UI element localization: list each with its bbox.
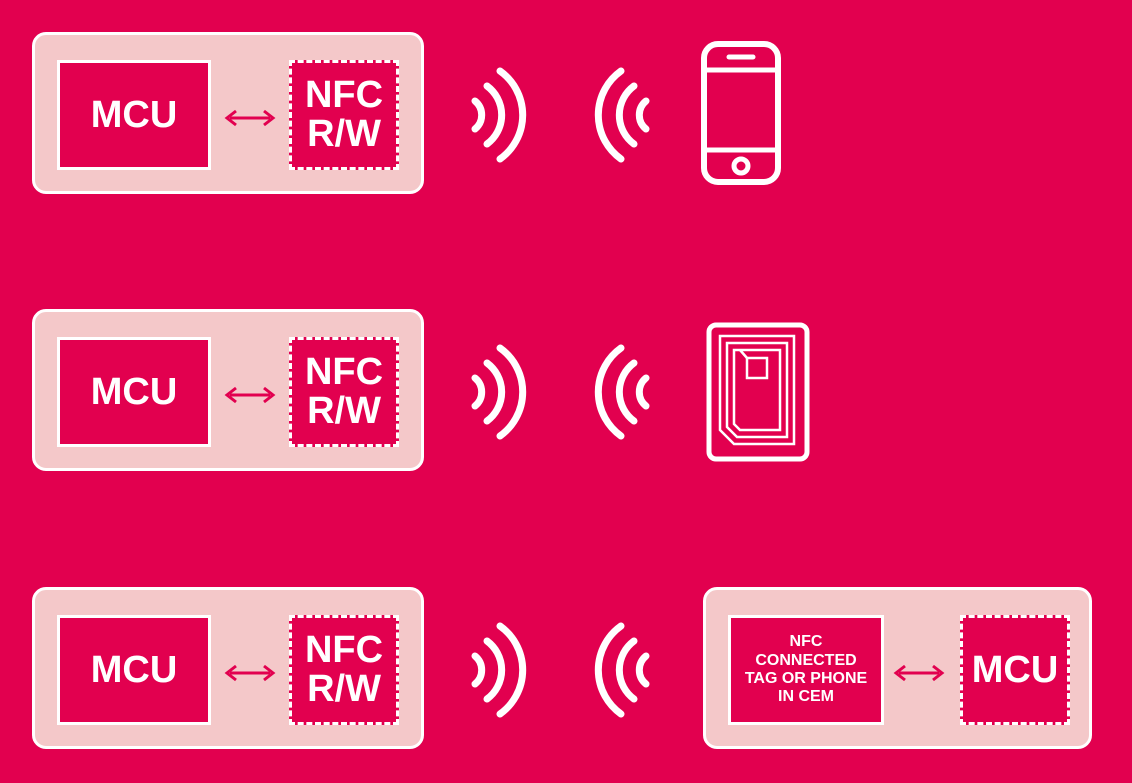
reader-module-panel: MCU NFC R/W: [32, 587, 424, 749]
mcu-block: MCU: [57, 615, 211, 725]
mcu-block: MCU: [57, 337, 211, 447]
nfc-label-line1: NFC: [304, 74, 384, 117]
connected-tag-line4: IN CEM: [778, 688, 834, 706]
connected-tag-line2: CONNECTED: [755, 651, 857, 669]
smartphone-icon: [701, 41, 781, 185]
nfc-reader-block: NFC R/W: [289, 60, 399, 170]
rf-waves-in-icon: [594, 622, 650, 718]
tag-mcu-block: MCU: [960, 615, 1070, 725]
rf-waves-in-icon: [594, 67, 650, 163]
mcu-label: MCU: [90, 370, 178, 413]
bidirectional-arrow-icon: [224, 664, 276, 682]
connected-tag-panel: NFC CONNECTED TAG OR PHONE IN CEM MCU: [703, 587, 1092, 749]
reader-module-panel: MCU NFC R/W: [32, 32, 424, 194]
nfc-label-line1: NFC: [304, 351, 384, 394]
bidirectional-arrow-icon: [224, 386, 276, 404]
mcu-label: MCU: [90, 93, 178, 136]
connected-tag-block: NFC CONNECTED TAG OR PHONE IN CEM: [728, 615, 884, 725]
nfc-label-line2: R/W: [307, 113, 381, 155]
reader-module-panel: MCU NFC R/W: [32, 309, 424, 471]
rf-waves-out-icon: [471, 67, 527, 163]
rf-waves-out-icon: [471, 622, 527, 718]
connected-tag-line1: NFC: [789, 633, 823, 651]
nfc-tag-icon: [706, 322, 810, 462]
nfc-reader-block: NFC R/W: [289, 337, 399, 447]
connected-tag-line3: TAG OR PHONE: [744, 670, 868, 687]
row-reader-phone: MCU NFC R/W: [0, 32, 1132, 197]
bidirectional-arrow-icon: [224, 109, 276, 127]
row-reader-tag: MCU NFC R/W: [0, 309, 1132, 474]
tag-mcu-label: MCU: [971, 648, 1059, 691]
bidirectional-arrow-icon: [893, 664, 945, 682]
nfc-reader-block: NFC R/W: [289, 615, 399, 725]
rf-waves-out-icon: [471, 344, 527, 440]
rf-waves-in-icon: [594, 344, 650, 440]
nfc-label-line2: R/W: [307, 390, 381, 432]
mcu-label: MCU: [90, 648, 178, 691]
row-reader-connected-tag: MCU NFC R/W NFC CONNECTED TAG OR PHONE I…: [0, 587, 1132, 752]
nfc-label-line2: R/W: [307, 668, 381, 710]
nfc-label-line1: NFC: [304, 629, 384, 672]
mcu-block: MCU: [57, 60, 211, 170]
